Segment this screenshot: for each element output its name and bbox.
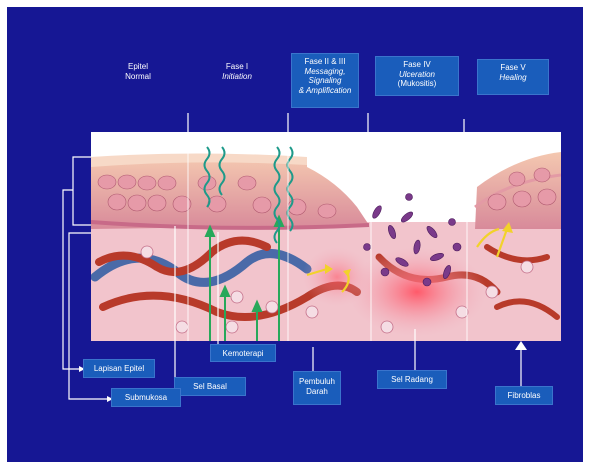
label-fibroblas: Fibroblas (495, 386, 553, 405)
slide-background: Epitel Normal Fase I Initiation Fase II … (7, 7, 583, 462)
label-submukosa: Submukosa (111, 388, 181, 407)
tissue-panel (91, 132, 561, 341)
label-lapisan-epitel: Lapisan Epitel (83, 359, 155, 378)
label-kemoterapi: Kemoterapi (210, 344, 276, 362)
label-sel-radang: Sel Radang (377, 370, 447, 389)
phase-tick-marks (188, 113, 464, 132)
label-sel-basal: Sel Basal (174, 377, 246, 396)
label-pembuluh-darah: Pembuluh Darah (293, 371, 341, 405)
